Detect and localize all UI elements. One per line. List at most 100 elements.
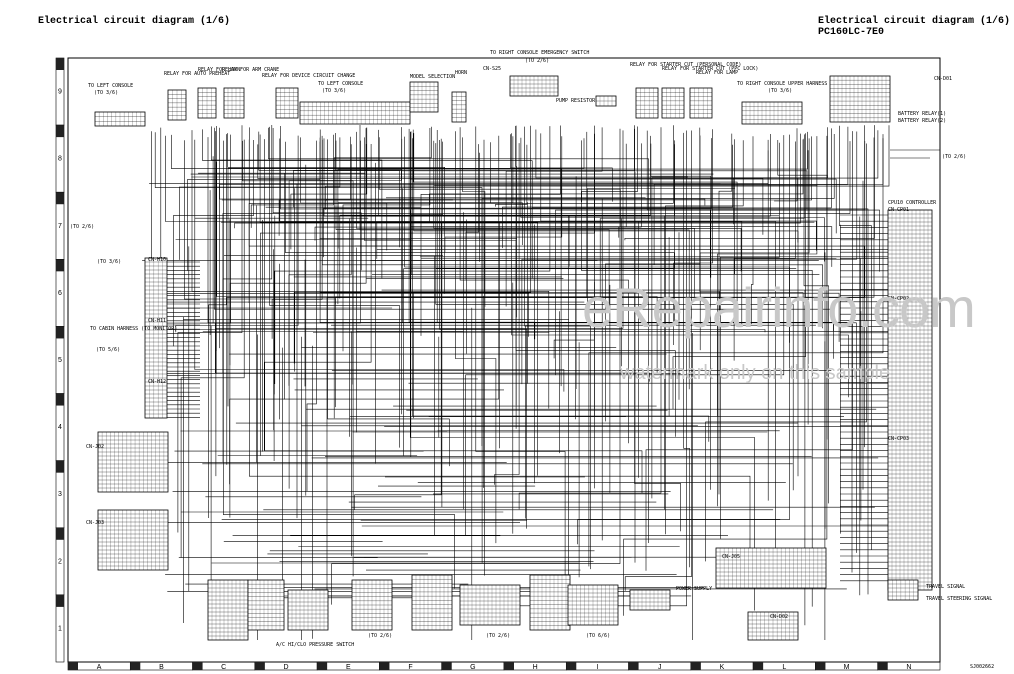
label-to-3-6-a: (TO 3/6) [94, 90, 118, 96]
component-block-26 [567, 584, 619, 626]
component-block-23 [411, 574, 453, 631]
grid-row-3: 3 [58, 491, 62, 498]
label-cn-j03: CN-J03 [86, 520, 104, 526]
grid-row-2: 2 [58, 558, 62, 565]
component-block-8 [509, 75, 559, 97]
component-block-15 [887, 209, 933, 591]
label-cpu-controller: CPU10 CONTROLLER [888, 200, 937, 206]
label-relay-starter-ppc: RELAY FOR STARTER CUT (PPC LOCK) [662, 66, 758, 72]
label-to-2-6-left: (TO 2/6) [70, 224, 94, 230]
component-block-19 [207, 579, 249, 641]
grid-col-A: A [97, 664, 102, 671]
grid-row-6: 6 [58, 290, 62, 297]
component-block-4 [275, 87, 299, 119]
component-block-10 [635, 87, 659, 119]
component-block-17 [97, 431, 169, 493]
label-cn-h11: CN-H11 [148, 318, 166, 324]
label-to-3-6-c: (TO 3/6) [768, 88, 792, 94]
grid-row-5: 5 [58, 357, 62, 364]
label-cn-j02: CN-J02 [86, 444, 104, 450]
grid-row-7: 7 [58, 223, 62, 230]
component-block-6 [409, 81, 439, 113]
label-relay-starter-personal: RELAY FOR STARTER CUT (PERSONAL CODE) [630, 62, 741, 68]
label-power-supply: POWER SUPPLY [676, 586, 712, 592]
label-pump-resistor: PUMP RESISTOR [556, 98, 596, 104]
grid-row-1: 1 [58, 625, 62, 632]
component-block-3 [223, 87, 245, 119]
grid-row-4: 4 [58, 424, 62, 431]
grid-row-8: 8 [58, 156, 62, 163]
grid-col-C: C [221, 664, 226, 671]
component-block-27 [629, 589, 671, 611]
label-cn-h10: CN-H10 [148, 257, 166, 263]
grid-col-K: K [720, 664, 725, 671]
grid-col-D: D [283, 664, 288, 671]
label-ac-hi-clo: A/C HI/CLO PRESSURE SWITCH [276, 642, 354, 648]
component-block-9 [595, 95, 617, 107]
grid-col-L: L [782, 664, 786, 671]
component-block-7 [451, 91, 467, 123]
label-to-3-6-b: (TO 3/6) [322, 88, 346, 94]
component-block-11 [661, 87, 685, 119]
label-cn-h12: CN-H12 [148, 379, 166, 385]
label-relay-arm-crane: RELAY FOR ARM CRANE [222, 67, 279, 73]
grid-col-E: E [346, 664, 351, 671]
label-cn-cp01: CN-CP01 [888, 207, 909, 213]
component-block-5 [299, 101, 411, 125]
grid-col-M: M [844, 664, 850, 671]
label-model-selection: MODEL SELECTION [410, 74, 455, 80]
label-to-6-6-bottom: (TO 6/6) [586, 633, 610, 639]
wire-bundle [140, 125, 940, 640]
label-travel-signal: TRAVEL SIGNAL [926, 584, 965, 590]
label-relay-auto-preheat: RELAY FOR AUTO PREHEAT [164, 71, 230, 77]
watermark-main: eRepairinfo.com [582, 276, 976, 339]
component-block-29 [747, 611, 799, 641]
label-to-2-6-right: (TO 2/6) [942, 154, 966, 160]
label-to-2-6-top: (TO 2/6) [525, 58, 549, 64]
label-relay-lamp: RELAY FOR LAMP [696, 70, 738, 76]
grid-col-N: N [906, 664, 911, 671]
label-to-2-6-bottom-a: (TO 2/6) [368, 633, 392, 639]
component-blocks [94, 75, 933, 641]
label-to-3-6-left: (TO 3/6) [97, 259, 121, 265]
component-block-25 [529, 574, 571, 631]
grid-col-G: G [470, 664, 475, 671]
label-cn-d02: CN-D02 [770, 614, 788, 620]
component-block-0 [94, 111, 146, 127]
label-relay-horn: RELAY FOR HORN [198, 67, 240, 73]
component-block-1 [167, 89, 187, 121]
label-to-right-upper: TO RIGHT CONSOLE UPPER HARNESS [737, 81, 827, 87]
component-block-13 [741, 101, 803, 125]
component-block-20 [247, 579, 285, 631]
label-cn-s25: CN-S25 [483, 66, 501, 72]
watermark-sub: watermark only on this sample [620, 362, 891, 384]
model-number: PC160LC-7E0 [818, 27, 885, 38]
grid-col-J: J [658, 664, 662, 671]
component-block-2 [197, 87, 217, 119]
component-block-22 [351, 579, 393, 631]
component-block-16 [144, 257, 168, 419]
grid-row-labels: 9 8 7 6 5 4 3 2 1 [55, 57, 65, 663]
label-to-2-6-bottom-b: (TO 2/6) [486, 633, 510, 639]
label-to-cabin-harness: TO CABIN HARNESS (TO MONITOR) [90, 326, 177, 332]
label-travel-steering: TRAVEL STEERING SIGNAL [926, 596, 992, 602]
label-to-5-6: (TO 5/6) [96, 347, 120, 353]
component-block-18 [97, 509, 169, 571]
grid-col-I: I [596, 664, 598, 671]
label-to-left-console-a: TO LEFT CONSOLE [88, 83, 133, 89]
component-block-14 [829, 75, 891, 123]
component-block-12 [689, 87, 713, 119]
grid-row-9: 9 [58, 89, 62, 96]
label-cn-cp02: CN-CP02 [888, 296, 909, 302]
component-block-24 [459, 584, 521, 626]
component-block-21 [287, 589, 329, 631]
component-block-28 [715, 547, 827, 589]
label-battery-relay-1: BATTERY RELAY(1) [898, 111, 946, 117]
grid-col-B: B [159, 664, 164, 671]
component-block-30 [887, 579, 919, 601]
label-cn-j05: CN-J05 [722, 554, 740, 560]
label-cn-d01: CN-D01 [934, 76, 952, 82]
diagram-title-right: Electrical circuit diagram (1/6) [818, 16, 1011, 27]
